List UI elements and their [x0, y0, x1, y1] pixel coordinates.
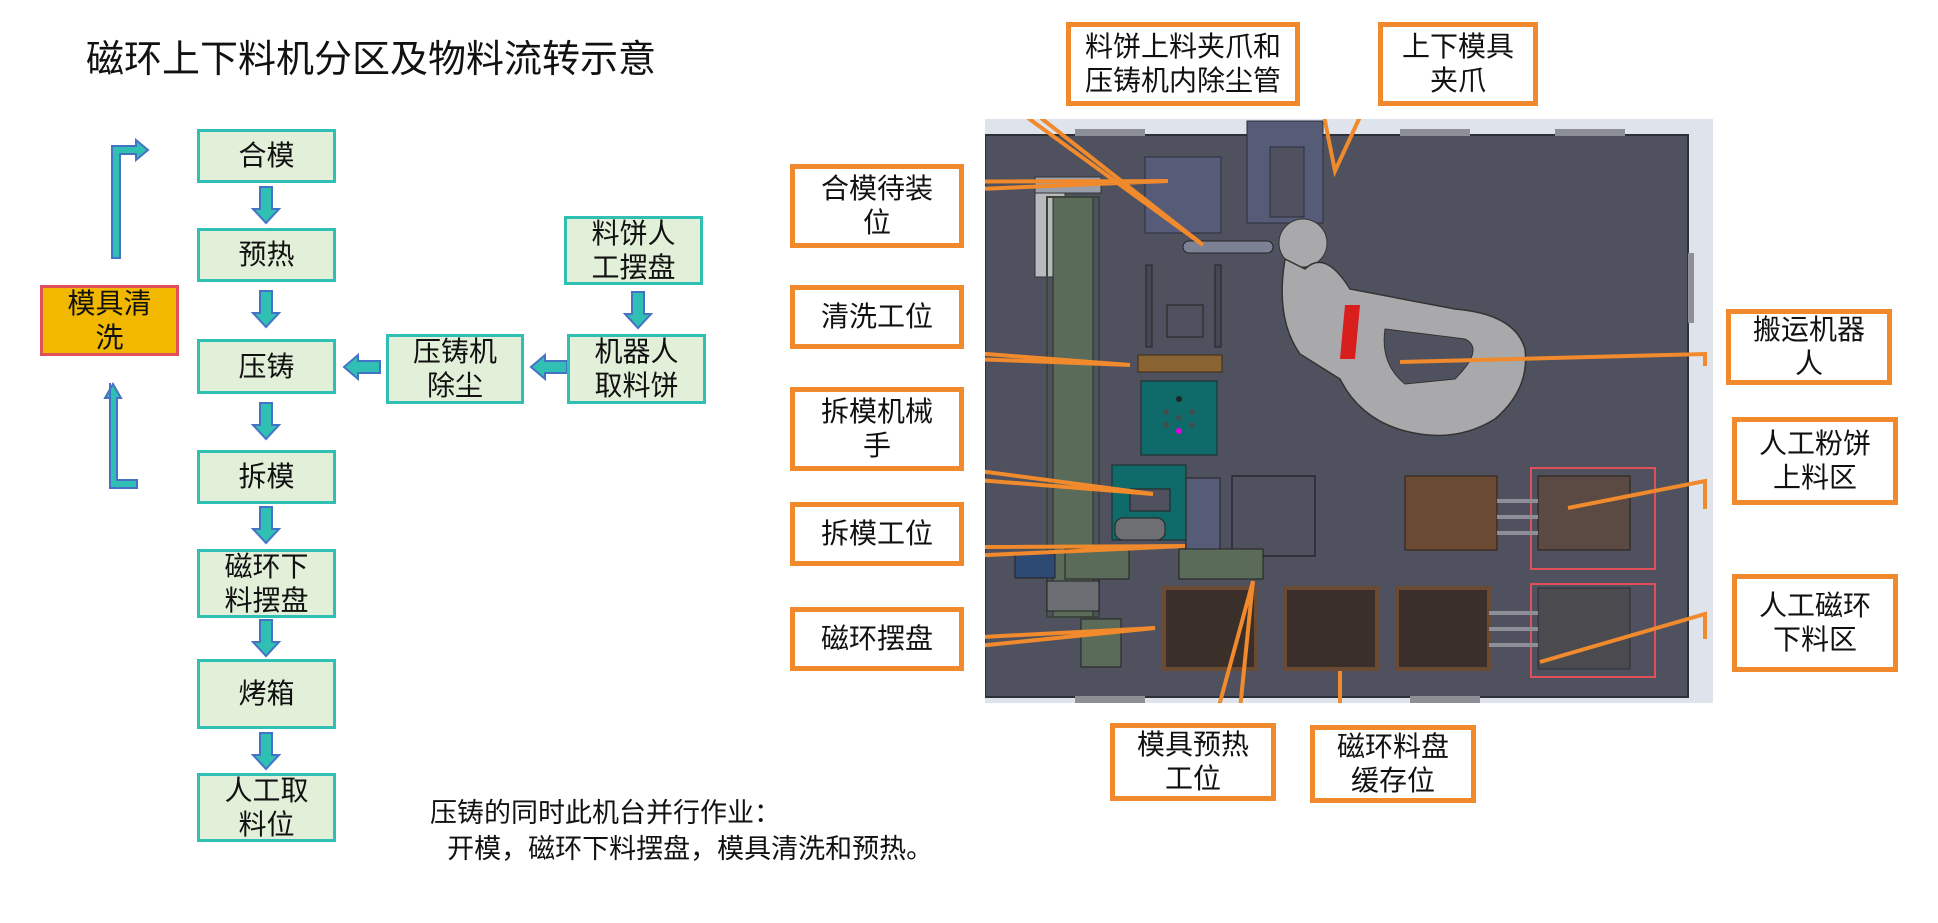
- arrow-down-icon: [252, 290, 280, 328]
- callout-demold-manipulator: 拆模机械 手: [790, 387, 964, 471]
- edge-tab: [1410, 696, 1480, 703]
- callout-ring-tray-buffer: 磁环料盘 缓存位: [1310, 725, 1476, 803]
- callout-manual-powder-cake-loading: 人工粉饼 上料区: [1732, 417, 1898, 505]
- leader-lines: [985, 119, 1707, 703]
- arrow-down-icon: [252, 732, 280, 770]
- ring-tray-buffer-1: [1283, 586, 1379, 671]
- parallel-work-note: 压铸的同时此机台并行作业： 开模，磁环下料摆盘，模具清洗和预热。: [430, 798, 934, 865]
- callout-cake-gripper-dust-pipe: 料饼上料夹爪和 压铸机内除尘管: [1066, 22, 1300, 106]
- callout-mold-close-wait: 合模待装 位: [790, 164, 964, 248]
- page-title: 磁环上下料机分区及物料流转示意: [86, 37, 657, 81]
- flow-step-die-cast-dust-removal: 压铸机 除尘: [386, 334, 524, 404]
- bent-arrow-up-icon: [103, 381, 138, 489]
- leader-line: [1399, 351, 1707, 366]
- leader-line: [1338, 671, 1342, 703]
- machine-layout-svg: [977, 120, 1694, 703]
- bent-arrow-up-right-icon: [111, 137, 150, 259]
- flow-step-robot-pick-cake: 机器人 取料饼: [567, 334, 706, 404]
- flow-step-mold-close: 合模: [197, 129, 336, 183]
- arrow-down-icon: [624, 291, 652, 329]
- machine-layout-drawing: [977, 119, 1713, 703]
- arrow-down-icon: [252, 506, 280, 544]
- leader-line: [985, 544, 1186, 558]
- leader-line: [1567, 478, 1707, 510]
- edge-tab: [1688, 253, 1694, 323]
- arrow-left-icon: [530, 354, 568, 380]
- flow-step-preheat: 预热: [197, 228, 336, 282]
- arrow-left-icon: [343, 354, 381, 380]
- robot-base: [1278, 218, 1328, 268]
- flow-step-die-cast: 压铸: [197, 339, 336, 394]
- dust-pipe: [1182, 240, 1274, 254]
- leader-line: [985, 179, 1169, 191]
- cleaning-brush-bar: [1137, 354, 1223, 373]
- callout-mold-gripper: 上下模具 夹爪: [1378, 22, 1538, 106]
- manual-cake-tray: [1537, 475, 1631, 551]
- callout-cleaning-station: 清洗工位: [790, 285, 964, 349]
- edge-tab: [1555, 129, 1625, 136]
- leader-line: [1026, 119, 1205, 247]
- edge-tab: [1075, 129, 1145, 136]
- cake-tray: [1404, 475, 1498, 551]
- leader-line: [985, 626, 1156, 648]
- leader-line: [985, 351, 1131, 367]
- arrow-down-icon: [252, 619, 280, 657]
- manual-ring-tray: [1537, 587, 1631, 670]
- edge-tab: [1400, 129, 1470, 136]
- callout-ring-tray-placing: 磁环摆盘: [790, 607, 964, 671]
- robot-brand-band: [1340, 305, 1360, 359]
- flow-step-demold: 拆模: [197, 450, 336, 504]
- flow-step-ring-unload-tray: 磁环下 料摆盘: [197, 549, 336, 618]
- leader-line: [1217, 580, 1255, 703]
- leader-line: [1539, 611, 1707, 664]
- arrow-down-icon: [252, 402, 280, 440]
- flow-step-cake-manual-tray: 料饼人 工摆盘: [564, 216, 703, 285]
- callout-transfer-robot: 搬运机器 人: [1726, 309, 1892, 385]
- leader-line: [985, 469, 1154, 496]
- mold-close-wait-plate: [1144, 156, 1222, 234]
- flow-step-oven: 烤箱: [197, 659, 336, 729]
- flow-step-manual-pickup: 人工取 料位: [197, 773, 336, 842]
- callout-mold-preheat-station: 模具预热 工位: [1110, 723, 1276, 801]
- leader-line: [1322, 119, 1362, 178]
- edge-tab: [1075, 696, 1145, 703]
- arrow-down-icon: [252, 186, 280, 224]
- flow-step-mold-cleaning: 模具清 洗: [40, 285, 179, 356]
- callout-demold-station: 拆模工位: [790, 502, 964, 566]
- callout-manual-ring-unloading: 人工磁环 下料区: [1732, 574, 1898, 672]
